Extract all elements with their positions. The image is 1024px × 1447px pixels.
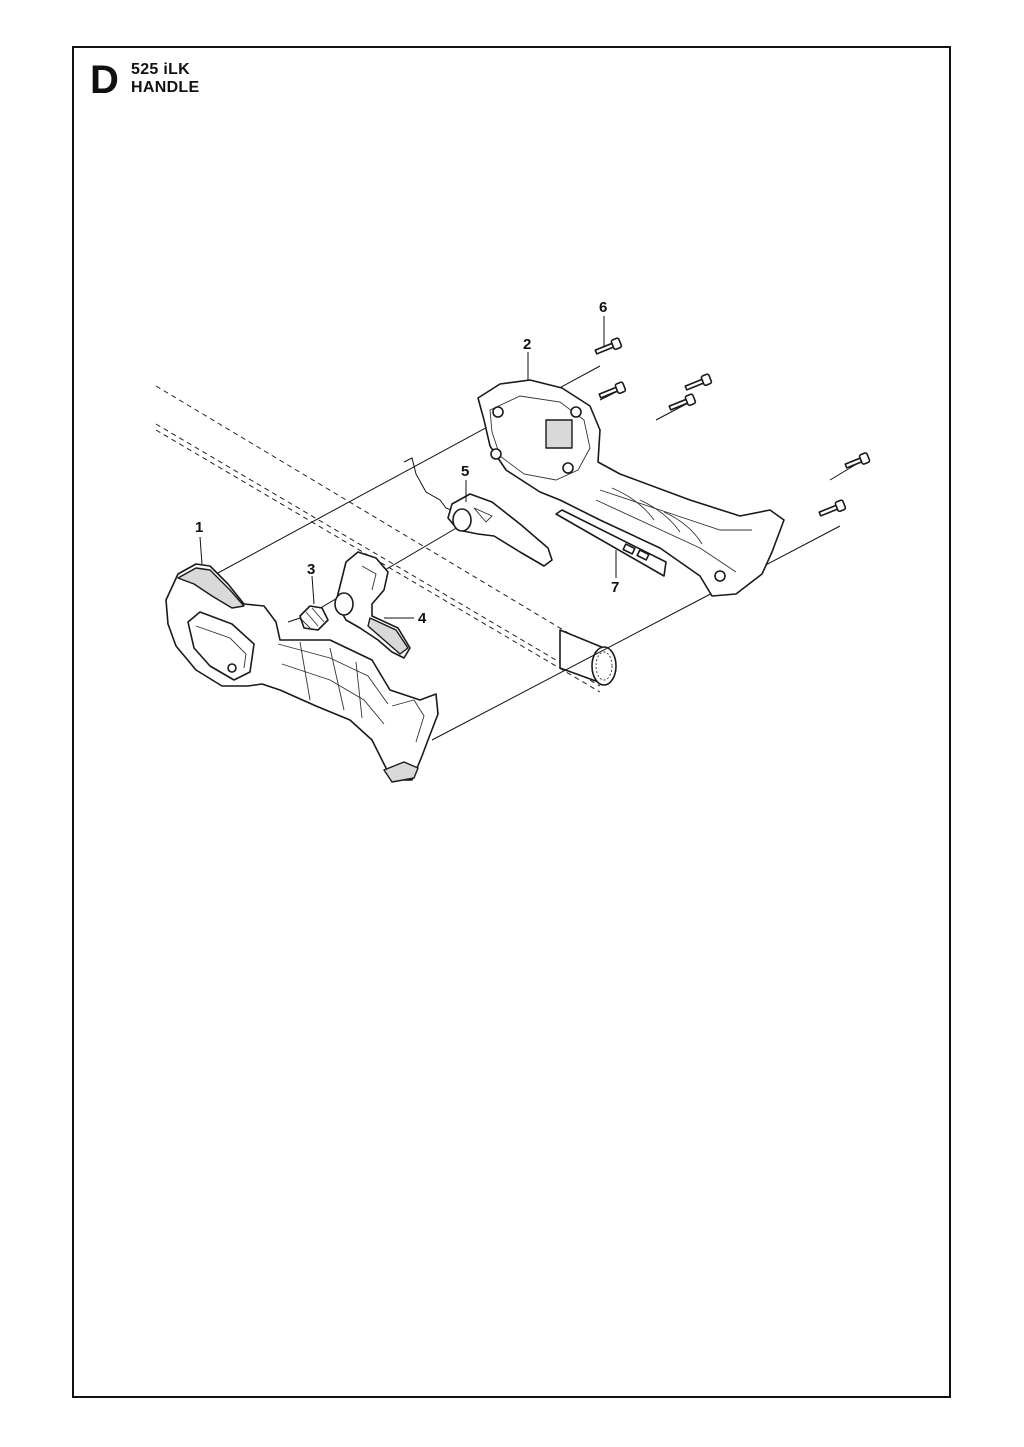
part-3-spring	[287, 605, 329, 631]
part-5-lever-and-spring	[403, 457, 553, 567]
callout-7: 7	[611, 579, 619, 596]
part-2-handle-upper-half	[477, 379, 785, 597]
callout-3: 3	[307, 561, 315, 578]
part-7-strip	[555, 509, 667, 577]
callout-numbers: 1 2 3 4 5 6 7	[195, 299, 619, 627]
part-1-handle-lower-half	[165, 563, 439, 783]
part-6-screws	[594, 337, 871, 517]
section-letter: D	[90, 58, 119, 102]
page-frame	[72, 46, 951, 1398]
shaft-centerlines	[155, 385, 601, 693]
callout-5: 5	[461, 463, 469, 480]
part-4-throttle-trigger	[334, 551, 411, 659]
section-title: HANDLE	[131, 79, 200, 96]
callout-1: 1	[195, 519, 203, 536]
callout-2: 2	[523, 336, 531, 353]
callout-4: 4	[418, 610, 427, 627]
callout-leaders	[199, 316, 617, 619]
callout-6: 6	[599, 299, 607, 316]
shaft-tube	[559, 629, 617, 686]
model-name: 525 iLK	[131, 61, 191, 78]
